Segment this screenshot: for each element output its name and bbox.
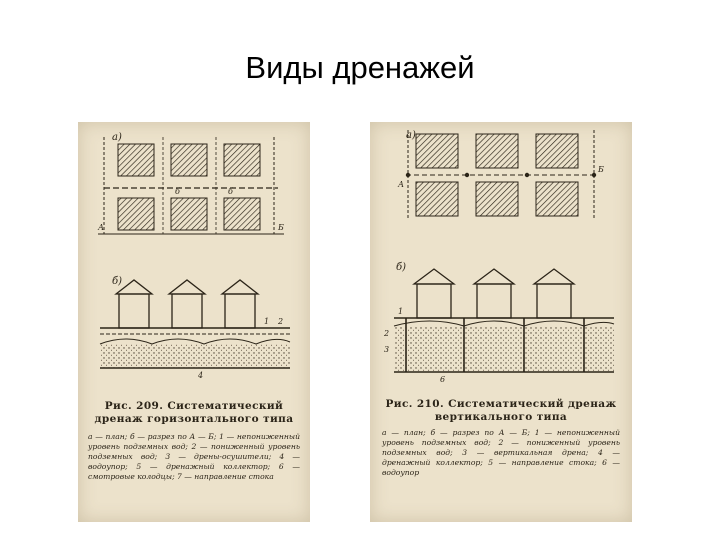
caption-title: Рис. 209. Систематический дренаж горизон… <box>94 400 294 425</box>
slide-title: Виды дренажей <box>245 50 475 85</box>
section-label: б) <box>112 276 122 287</box>
building-plan <box>535 133 579 169</box>
building-plan <box>475 181 519 217</box>
element-number: 2 <box>383 329 389 338</box>
building-plan <box>170 197 208 231</box>
house-section <box>532 268 576 319</box>
element-number: 1 <box>398 307 403 316</box>
building-plan <box>170 143 208 177</box>
section-mark-a: А <box>397 180 404 189</box>
lowered-groundwater-level <box>393 320 615 327</box>
building-plan <box>117 143 155 177</box>
element-number: 3 <box>384 345 389 354</box>
caption-body: а — план; б — разрез по А — Б; 1 — непон… <box>88 432 300 481</box>
element-number: 4 <box>197 371 203 380</box>
building-plan <box>117 197 155 231</box>
element-number: 2 <box>277 317 283 326</box>
building-plan <box>535 181 579 217</box>
house-section <box>472 268 516 319</box>
section-view: 1 2 3 6 <box>383 268 615 384</box>
figure-horizontal-drainage: а) А б б Б б) <box>78 122 310 522</box>
figure-vertical-drainage: а) А Б б) <box>370 122 632 522</box>
vertical-well <box>405 172 411 178</box>
building-plan <box>223 197 261 231</box>
section-view: 1 2 4 <box>99 279 291 380</box>
soil-layer <box>100 344 290 368</box>
house-section <box>220 279 260 329</box>
element-number: 6 <box>440 375 445 384</box>
vertical-well <box>464 172 470 178</box>
element-number: 1 <box>264 317 269 326</box>
drawing-horizontal-drainage: а) А б б Б б) <box>97 132 291 380</box>
section-mark-bb: Б <box>597 165 604 174</box>
drawing-vertical-drainage: а) А Б б) <box>383 130 615 384</box>
soil-layer <box>394 326 614 372</box>
section-mark-b: б <box>175 187 180 196</box>
section-mark-b: б <box>228 187 233 196</box>
building-plan <box>475 133 519 169</box>
building-plan <box>415 133 459 169</box>
vertical-well <box>591 172 597 178</box>
caption-title: Рис. 210. Систематический дренаж вертика… <box>385 398 617 423</box>
building-plan <box>415 181 459 217</box>
section-label: б) <box>396 262 406 273</box>
lowered-groundwater-level <box>99 338 291 345</box>
house-section <box>114 279 154 329</box>
section-mark-a: А <box>97 223 104 232</box>
plan-view: А Б <box>397 130 604 220</box>
vertical-well <box>524 172 530 178</box>
caption-body: а — план; б — разрез по А — Б; 1 — непон… <box>382 428 620 477</box>
plan-label: а) <box>112 132 122 143</box>
section-mark-bb: Б <box>277 223 284 232</box>
house-section <box>167 279 207 329</box>
building-plan <box>223 143 261 177</box>
plan-label: а) <box>406 130 416 141</box>
plan-view: А б б Б <box>97 137 284 235</box>
house-section <box>412 268 456 319</box>
